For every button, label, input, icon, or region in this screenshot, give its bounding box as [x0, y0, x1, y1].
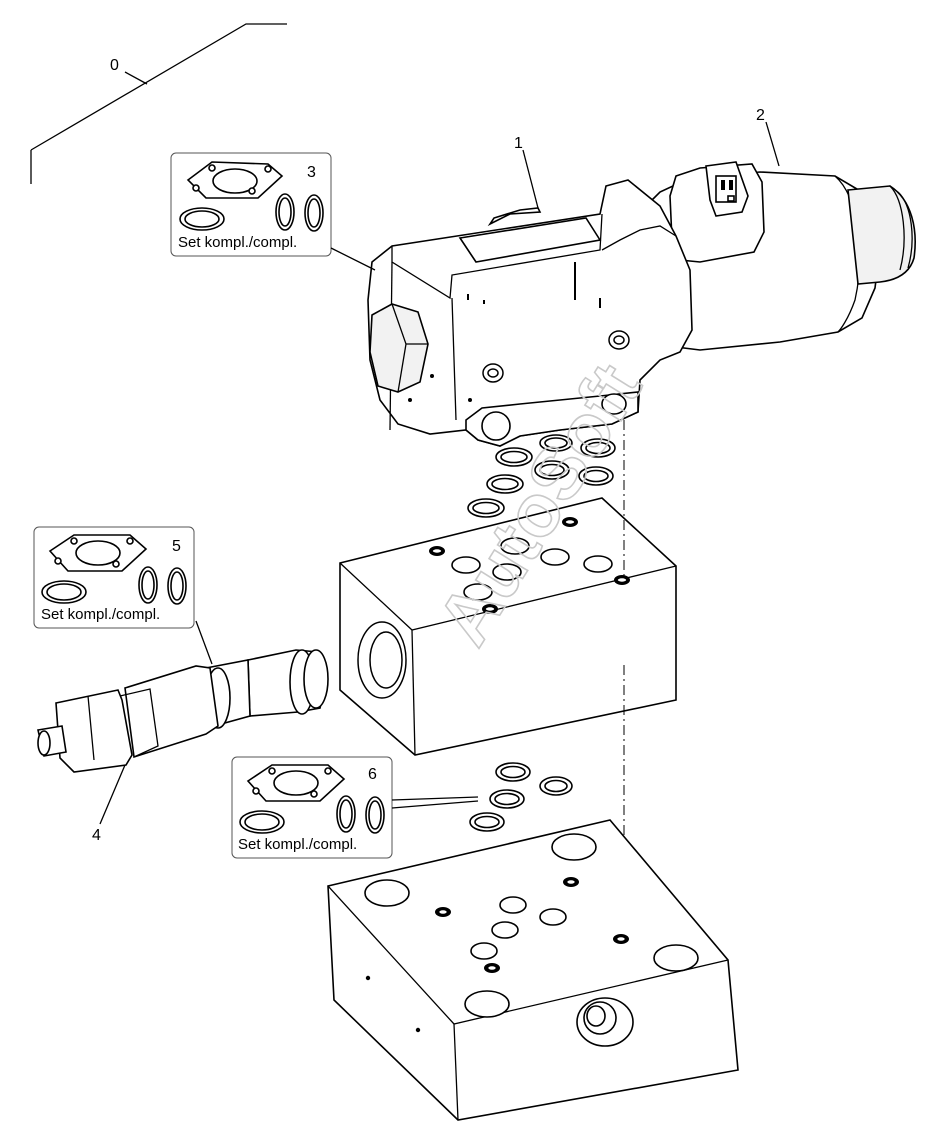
leader-5: [195, 620, 213, 665]
seal-kit-5-caption: Set kompl./compl.: [41, 606, 160, 623]
leader-2: [765, 121, 780, 167]
intermediate-plate: [339, 497, 677, 756]
seal-kit-5: 5 Set kompl./compl.: [33, 526, 213, 665]
cartridge-valve: 4: [37, 649, 329, 844]
callout-4-label: 4: [92, 827, 101, 844]
assembly-callout: 0: [30, 23, 287, 184]
leader-1: [522, 149, 539, 209]
leader-6b: [391, 800, 479, 809]
seal-kit-6-number: 6: [368, 766, 377, 783]
valve-body: [367, 179, 693, 447]
seal-kit-3: 3 Set kompl./compl.: [170, 152, 376, 271]
upper-o-rings: [467, 434, 616, 518]
lower-o-rings: [469, 762, 573, 832]
seal-kit-3-number: 3: [307, 164, 316, 181]
callout-2-label: 2: [756, 107, 765, 124]
leader-3: [330, 247, 376, 271]
solenoid-valve-assembly: 1 2: [367, 107, 916, 447]
callout-1-label: 1: [514, 135, 523, 152]
leader-4: [99, 764, 126, 825]
base-manifold: [327, 819, 739, 1121]
seal-kit-5-number: 5: [172, 538, 181, 555]
seal-kit-6-caption: Set kompl./compl.: [238, 836, 357, 853]
leader-6a: [391, 796, 479, 801]
seal-kit-3-caption: Set kompl./compl.: [178, 234, 297, 251]
seal-kit-6: 6 Set kompl./compl.: [231, 756, 479, 859]
callout-0-label: 0: [110, 57, 119, 74]
solenoid-coil: [649, 161, 916, 351]
